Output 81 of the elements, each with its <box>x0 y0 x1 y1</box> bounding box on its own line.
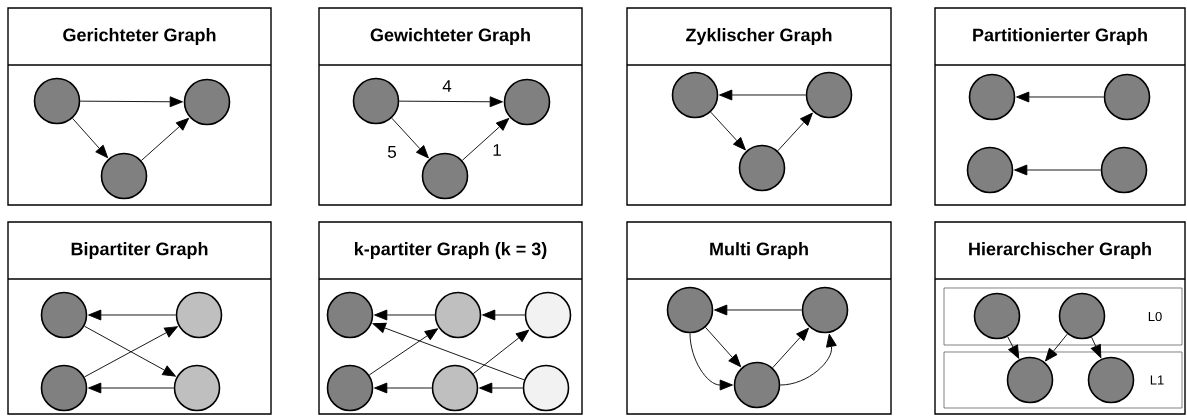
graph-vertex <box>175 291 223 339</box>
arrow <box>689 332 733 391</box>
arrow <box>472 329 530 375</box>
graph-vertex <box>1100 146 1148 194</box>
arrow <box>482 309 526 321</box>
graph-vertex <box>738 144 786 192</box>
graph-vertex <box>801 286 849 334</box>
graph-vertex <box>1006 356 1054 404</box>
panel-title: Multi Graph <box>710 242 808 259</box>
graph-panel <box>626 7 892 206</box>
arrow <box>772 327 809 369</box>
arrow <box>1016 91 1105 103</box>
graph-vertex <box>100 152 148 200</box>
arrow <box>391 117 429 159</box>
graph-panel <box>318 221 583 415</box>
arrow <box>779 333 837 386</box>
arrow <box>372 322 525 381</box>
arrow <box>710 111 746 151</box>
graph-vertex <box>434 291 482 339</box>
graph-panel <box>7 221 272 415</box>
graph-vertex <box>966 146 1014 194</box>
arrow <box>398 96 503 108</box>
arrow <box>368 328 439 376</box>
graph-vertex <box>666 286 714 334</box>
arrow <box>777 112 813 152</box>
arrow <box>1090 336 1102 359</box>
graph-vertex <box>326 364 374 412</box>
panel-title: Hierarchischer Graph <box>969 242 1151 259</box>
graph-vertex <box>671 71 719 119</box>
graph-panel <box>934 221 1186 415</box>
graph-vertex <box>33 77 81 125</box>
graph-vertex <box>173 364 221 412</box>
panel-title: Zyklischer Graph <box>686 28 832 45</box>
arrow <box>1014 164 1102 176</box>
arrow <box>374 382 433 394</box>
edge-label: 4 <box>441 79 453 93</box>
graph-vertex <box>352 77 400 125</box>
layer-band <box>943 287 1183 346</box>
panel-title: Gerichteter Graph <box>63 28 216 45</box>
arrow <box>1007 336 1020 359</box>
arrow <box>88 382 175 394</box>
graph-panel <box>934 7 1186 206</box>
graph-vertex <box>326 291 374 339</box>
arrow <box>79 96 183 108</box>
graph-vertex <box>1087 356 1135 404</box>
panel-title: Gewichteter Graph <box>370 28 530 45</box>
panel-title: Bipartiter Graph <box>71 242 208 259</box>
arrow <box>88 309 177 321</box>
graph-vertex <box>421 152 469 200</box>
graph-vertex <box>431 364 479 412</box>
graph-vertex <box>183 78 231 126</box>
arrow <box>719 89 807 101</box>
edge-label: 1 <box>491 143 503 157</box>
layer-label: L0 <box>1148 311 1162 322</box>
graph-vertex <box>522 364 570 412</box>
graph-vertex <box>1103 73 1151 121</box>
edge-label: 5 <box>386 145 398 159</box>
graph-panel <box>7 7 272 206</box>
panel-title: Partitionierter Graph <box>973 28 1147 45</box>
arrow <box>140 117 190 161</box>
arrow <box>705 326 742 368</box>
panel-title: k-partiter Graph (k = 3) <box>355 242 547 259</box>
graph-vertex <box>968 73 1016 121</box>
arrow <box>1045 333 1068 362</box>
arrow <box>374 309 436 321</box>
graph-vertex <box>973 292 1021 340</box>
graph-vertex <box>40 364 88 412</box>
graph-panel <box>626 221 892 415</box>
graph-vertex <box>40 291 88 339</box>
graph-vertex <box>733 361 781 409</box>
graph-vertex <box>503 78 551 126</box>
layer-label: L1 <box>1150 375 1164 385</box>
arrow <box>72 117 109 159</box>
graph-vertex <box>1058 292 1106 340</box>
graph-vertex <box>524 291 572 339</box>
arrow <box>714 304 803 316</box>
graph-panel <box>318 7 583 206</box>
arrow <box>461 118 510 161</box>
graph-vertex <box>805 71 853 119</box>
arrow <box>479 382 524 394</box>
layer-band <box>943 351 1183 409</box>
